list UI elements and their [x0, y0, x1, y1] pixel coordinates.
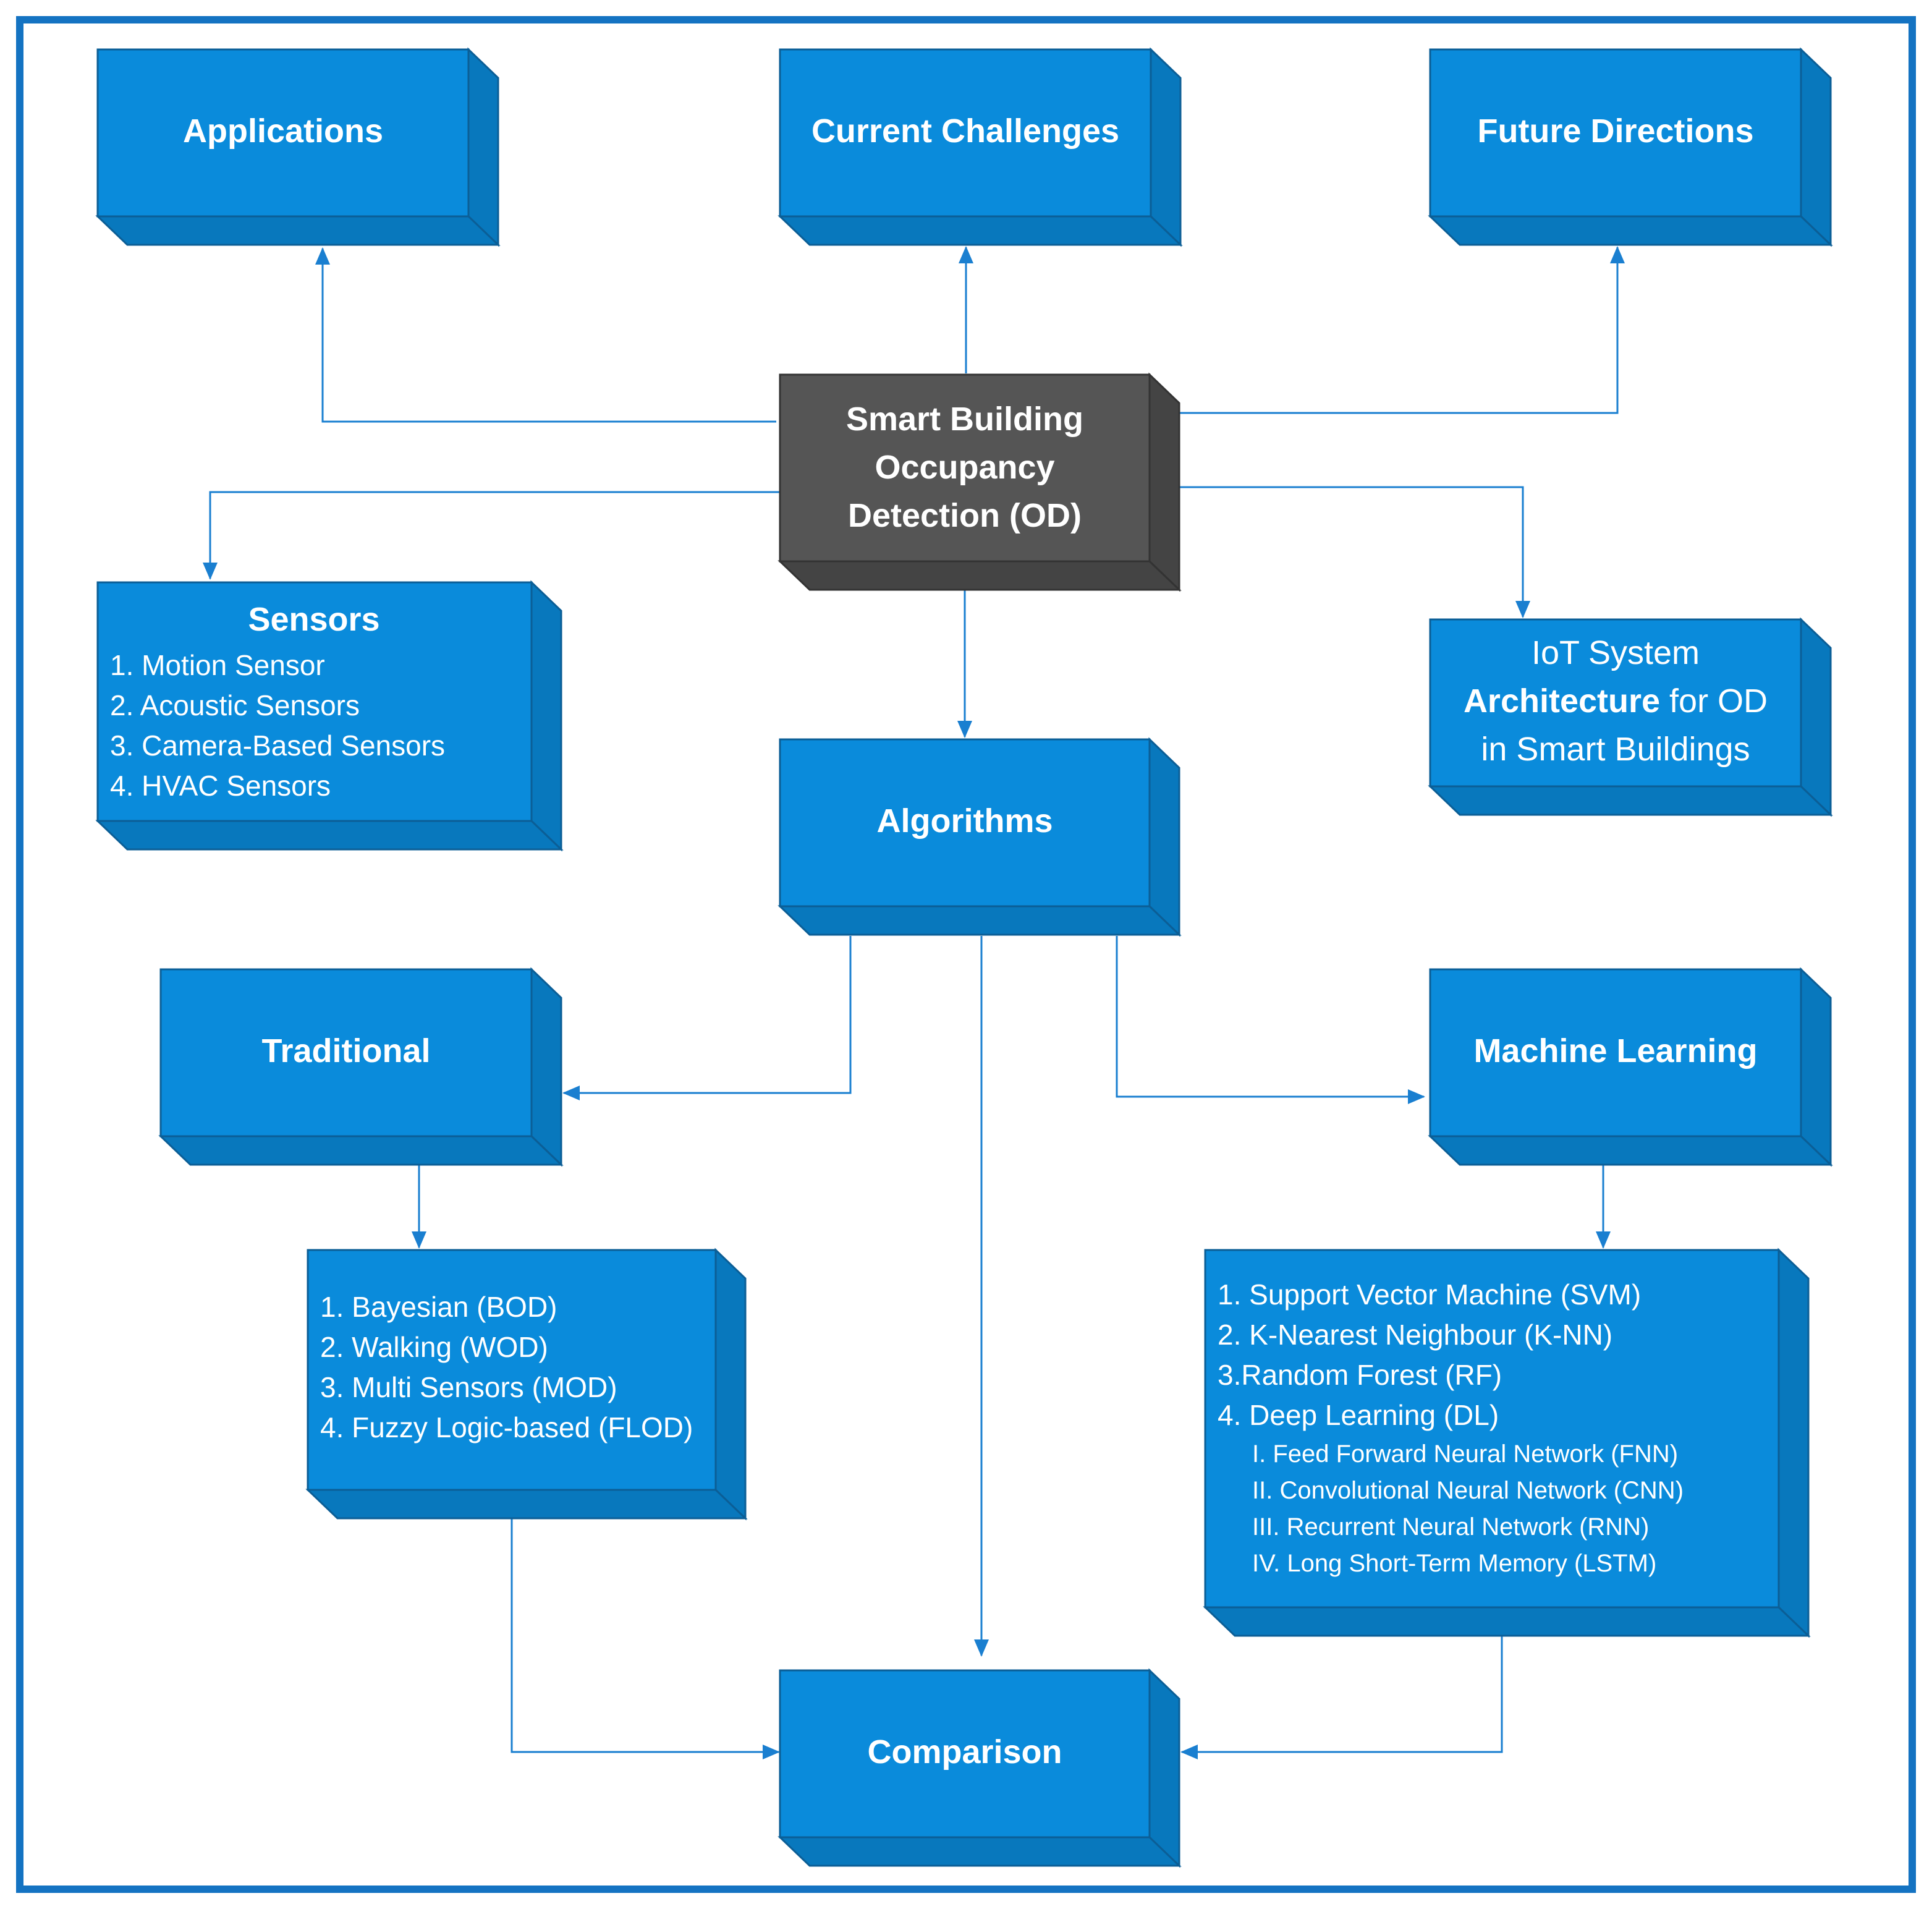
- traditional-box-front: [159, 968, 533, 1137]
- current-challenges-box-bottom: [777, 215, 1183, 246]
- traditional-list-box-side: [714, 1248, 747, 1521]
- ml-list-box-front: [1204, 1249, 1780, 1609]
- comparison-box-front: [779, 1669, 1151, 1839]
- future-directions-box: Future Directions: [1428, 47, 1833, 247]
- iot-box-side: [1800, 617, 1832, 817]
- future-directions-box-front: [1429, 48, 1802, 218]
- iot-box-bottom: [1428, 785, 1833, 816]
- ml-list-box-side: [1777, 1248, 1810, 1638]
- ml-list-item: 3.Random Forest (RF): [1218, 1359, 1502, 1391]
- sensors-title: Sensors: [248, 601, 379, 638]
- future-directions-box-bottom: [1428, 215, 1833, 246]
- sensors-item: 4. HVAC Sensors: [110, 770, 331, 802]
- ml-list-subitem: II. Convolutional Neural Network (CNN): [1252, 1477, 1684, 1504]
- iot-line-2: Architecture for OD: [1464, 682, 1768, 720]
- comparison-title: Comparison: [867, 1733, 1062, 1771]
- machine-learning-box: Machine Learning: [1428, 967, 1833, 1167]
- iot-line-3: in Smart Buildings: [1481, 731, 1750, 768]
- center-box-front: [779, 373, 1151, 563]
- algorithms-box-side: [1148, 737, 1180, 937]
- traditional-list-box-front: [307, 1249, 717, 1491]
- ml-list-subitem: IV. Long Short-Term Memory (LSTM): [1252, 1550, 1656, 1577]
- comparison-box-side: [1148, 1668, 1180, 1868]
- machine-learning-title: Machine Learning: [1473, 1032, 1757, 1069]
- sensors-item: 1. Motion Sensor: [110, 649, 325, 681]
- iot-line-2-bold: Architecture: [1464, 682, 1660, 720]
- ml-list-subitem: III. Recurrent Neural Network (RNN): [1252, 1513, 1649, 1541]
- ml-list-box: 1. Support Vector Machine (SVM) 2. K-Nea…: [1203, 1248, 1811, 1638]
- connectors: [203, 246, 1625, 1759]
- connector-algorithms-to-traditional: [562, 936, 852, 1100]
- traditional-list-item: 3. Multi Sensors (MOD): [320, 1371, 617, 1403]
- future-directions-box-side: [1800, 47, 1832, 247]
- applications-box-side: [467, 47, 499, 247]
- traditional-list-item: 4. Fuzzy Logic-based (FLOD): [320, 1411, 693, 1443]
- center-title-line-1: Smart Building: [846, 401, 1083, 438]
- future-directions-title: Future Directions: [1477, 113, 1753, 150]
- algorithms-title: Algorithms: [876, 802, 1053, 840]
- sensors-box-front: [96, 581, 533, 822]
- sensors-box-side: [530, 580, 562, 852]
- ml-list-item: 4. Deep Learning (DL): [1218, 1399, 1499, 1431]
- sensors-item: 2. Acoustic Sensors: [110, 689, 360, 721]
- machine-learning-box-bottom: [1428, 1135, 1833, 1166]
- connector-ml-list-to-comparison: [1180, 1606, 1503, 1759]
- iot-box-front: [1429, 618, 1802, 788]
- sensors-box-bottom: [95, 820, 564, 851]
- iot-line-1: IoT System: [1532, 634, 1700, 671]
- center-box: Smart Building Occupancy Detection (OD): [777, 372, 1182, 592]
- iot-line-2-rest: for OD: [1660, 682, 1768, 720]
- machine-learning-box-side: [1800, 967, 1832, 1167]
- traditional-list-box-bottom: [305, 1489, 748, 1520]
- current-challenges-title: Current Challenges: [811, 113, 1119, 150]
- comparison-box-bottom: [777, 1836, 1182, 1867]
- connector-center-to-applications: [315, 247, 776, 423]
- sensors-item: 3. Camera-Based Sensors: [110, 729, 445, 762]
- algorithms-box-front: [779, 738, 1151, 908]
- comparison-box: Comparison: [777, 1668, 1182, 1868]
- applications-box: Applications: [95, 47, 501, 247]
- sensors-box: Sensors 1. Motion Sensor 2. Acoustic Sen…: [95, 580, 564, 852]
- connector-center-to-sensors: [203, 491, 780, 580]
- applications-title: Applications: [183, 113, 383, 150]
- connector-traditional-list-to-comparison: [511, 1489, 780, 1759]
- center-title-line-3: Detection (OD): [848, 497, 1082, 534]
- ml-list-item: 2. K-Nearest Neighbour (K-NN): [1218, 1319, 1612, 1351]
- center-box-side: [1148, 372, 1180, 592]
- ml-list-box-bottom: [1203, 1606, 1811, 1637]
- current-challenges-box-side: [1150, 47, 1182, 247]
- current-challenges-box: Current Challenges: [777, 47, 1183, 247]
- machine-learning-box-front: [1429, 968, 1802, 1137]
- traditional-box-bottom: [158, 1135, 564, 1166]
- connector-center-to-future: [1153, 246, 1625, 414]
- diagram-frame: [16, 16, 1916, 1893]
- connector-center-to-iot: [1150, 486, 1530, 618]
- traditional-list-item: 2. Walking (WOD): [320, 1331, 548, 1363]
- center-title-line-2: Occupancy: [875, 449, 1054, 486]
- applications-box-bottom: [95, 215, 501, 246]
- algorithms-box-bottom: [777, 905, 1182, 936]
- current-challenges-box-front: [779, 48, 1152, 218]
- center-box-bottom: [777, 560, 1182, 591]
- applications-box-front: [96, 48, 470, 218]
- traditional-list-box: 1. Bayesian (BOD) 2. Walking (WOD) 3. Mu…: [305, 1248, 748, 1521]
- traditional-list-item: 1. Bayesian (BOD): [320, 1291, 557, 1323]
- traditional-box-side: [530, 967, 562, 1167]
- traditional-box: Traditional: [158, 967, 564, 1167]
- connector-algorithms-to-ml: [1116, 936, 1425, 1104]
- algorithms-box: Algorithms: [777, 737, 1182, 937]
- traditional-title: Traditional: [261, 1032, 430, 1069]
- ml-list-subitem: I. Feed Forward Neural Network (FNN): [1252, 1440, 1678, 1468]
- ml-list-item: 1. Support Vector Machine (SVM): [1218, 1278, 1641, 1311]
- iot-box: IoT System Architecture for OD in Smart …: [1428, 617, 1833, 817]
